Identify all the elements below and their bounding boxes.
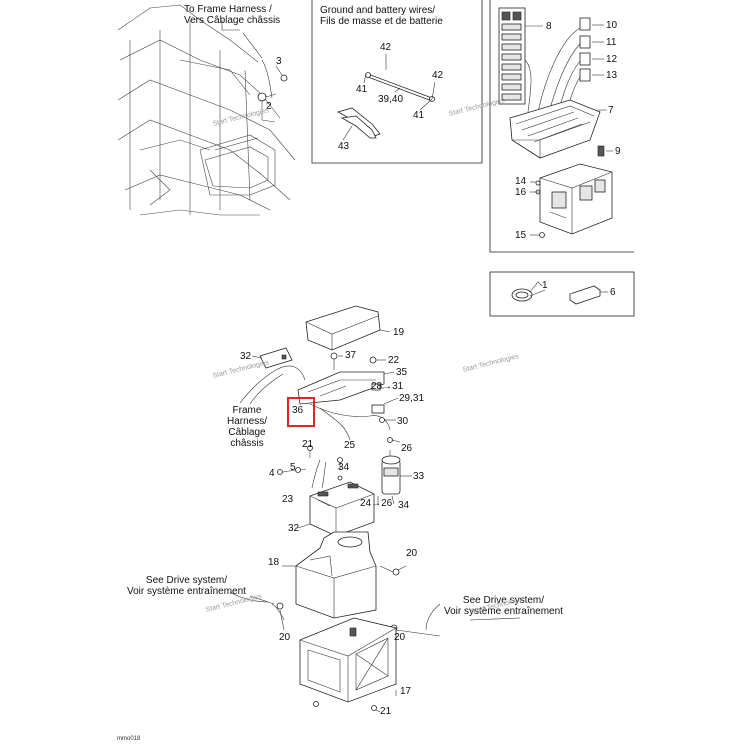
part-number-29-31: 29,31 [399, 393, 425, 404]
caption-line: Vers Câblage châssis [184, 15, 281, 26]
caption-drive-left: See Drive system/ Voir système entraînem… [127, 575, 246, 597]
part-number-7: 7 [608, 105, 614, 116]
part-number-23: 23 [282, 494, 294, 505]
part-number-17: 17 [400, 686, 412, 697]
part-number-8: 8 [546, 21, 552, 32]
part-number-2: 2 [266, 101, 272, 112]
part-number-39-40: 39,40 [378, 94, 404, 105]
part-number-32: 32 [240, 351, 252, 362]
part-number-4: 4 [269, 468, 275, 479]
caption-line: Ground and battery wires/ [320, 5, 436, 16]
part-number-42: 42 [380, 42, 392, 53]
part-number-14: 14 [515, 176, 527, 187]
caption-drive-right: See Drive system/ Voir système entraînem… [444, 595, 563, 617]
battery-assembly [229, 305, 521, 713]
part-number-9: 9 [615, 146, 621, 157]
part-number-15: 15 [515, 230, 527, 241]
part-number-19: 19 [393, 327, 405, 338]
caption-line: Frame [232, 405, 262, 416]
part-number-31: 31 [392, 381, 404, 392]
highlight-part-36 [287, 397, 315, 427]
part-number-43: 43 [338, 141, 350, 152]
part-number-12: 12 [606, 54, 618, 65]
caption-line: châssis [230, 438, 264, 449]
part-number-42: 42 [432, 70, 444, 81]
fusebox-panel-frame [489, 0, 634, 253]
part-number-5: 5 [290, 462, 296, 473]
part-number-32: 32 [288, 523, 300, 534]
part-number-37: 37 [345, 350, 357, 361]
part-number-26: 26 [401, 443, 413, 454]
caption-line: Voir système entraînement [127, 586, 246, 597]
caption-line: Voir système entraînement [444, 606, 563, 617]
part-number-13: 13 [606, 70, 618, 81]
ground-wires-panel-frame [311, 0, 483, 164]
caption-line: Câblage [228, 427, 266, 438]
part-number-10: 10 [606, 20, 618, 31]
part-number-1: 1 [542, 280, 548, 291]
part-number-24-26: 24→26 [360, 498, 392, 509]
caption-line: See Drive system/ [462, 595, 545, 606]
small-parts-panel-frame [489, 271, 635, 317]
part-number-41: 41 [413, 110, 425, 121]
arrow-icon: → [371, 498, 382, 509]
caption-line: To Frame Harness / [184, 4, 272, 15]
part-number-21: 21 [302, 439, 314, 450]
part-number-22: 22 [388, 355, 400, 366]
part-number-41: 41 [356, 84, 368, 95]
caption-ground-battery: Ground and battery wires/ Fils de masse … [320, 5, 443, 27]
part-number-16: 16 [515, 187, 527, 198]
fusebox-parts [498, 7, 613, 238]
part-number-6: 6 [610, 287, 616, 298]
drawing-id: mmo018 [117, 736, 141, 742]
part-number-20: 20 [279, 632, 291, 643]
part-number-26: 26 [381, 498, 393, 509]
part-number-21: 21 [380, 706, 392, 717]
caption-line: Harness/ [226, 416, 267, 427]
frame-illustration [117, 4, 296, 216]
part-number-20: 20 [406, 548, 418, 559]
part-number-3: 3 [276, 56, 282, 67]
part-number-35: 35 [396, 367, 408, 378]
caption-line: Fils de masse et de batterie [320, 16, 443, 27]
ground-wire-parts [336, 54, 436, 141]
caption-line: See Drive system/ [145, 575, 228, 586]
part-number-25: 25 [344, 440, 356, 451]
part-number-30: 30 [397, 416, 409, 427]
small-parts [511, 281, 608, 305]
part-number-11: 11 [606, 37, 617, 48]
part-number-28-31: 28→31 [371, 381, 403, 392]
caption-frame-harness-top: To Frame Harness / Vers Câblage châssis [184, 4, 280, 26]
part-number-18: 18 [268, 557, 280, 568]
caption-frame-harness-mid: Frame Harness/ Câblage châssis [226, 405, 268, 449]
part-number-36: 36 [292, 405, 304, 416]
part-number-33: 33 [413, 471, 425, 482]
part-number-34: 34 [398, 500, 410, 511]
part-number-34: 34 [338, 462, 350, 473]
part-number-20: 20 [394, 632, 406, 643]
part-number-24: 24 [360, 498, 372, 509]
arrow-icon: → [382, 381, 393, 392]
part-number-28: 28 [371, 381, 383, 392]
